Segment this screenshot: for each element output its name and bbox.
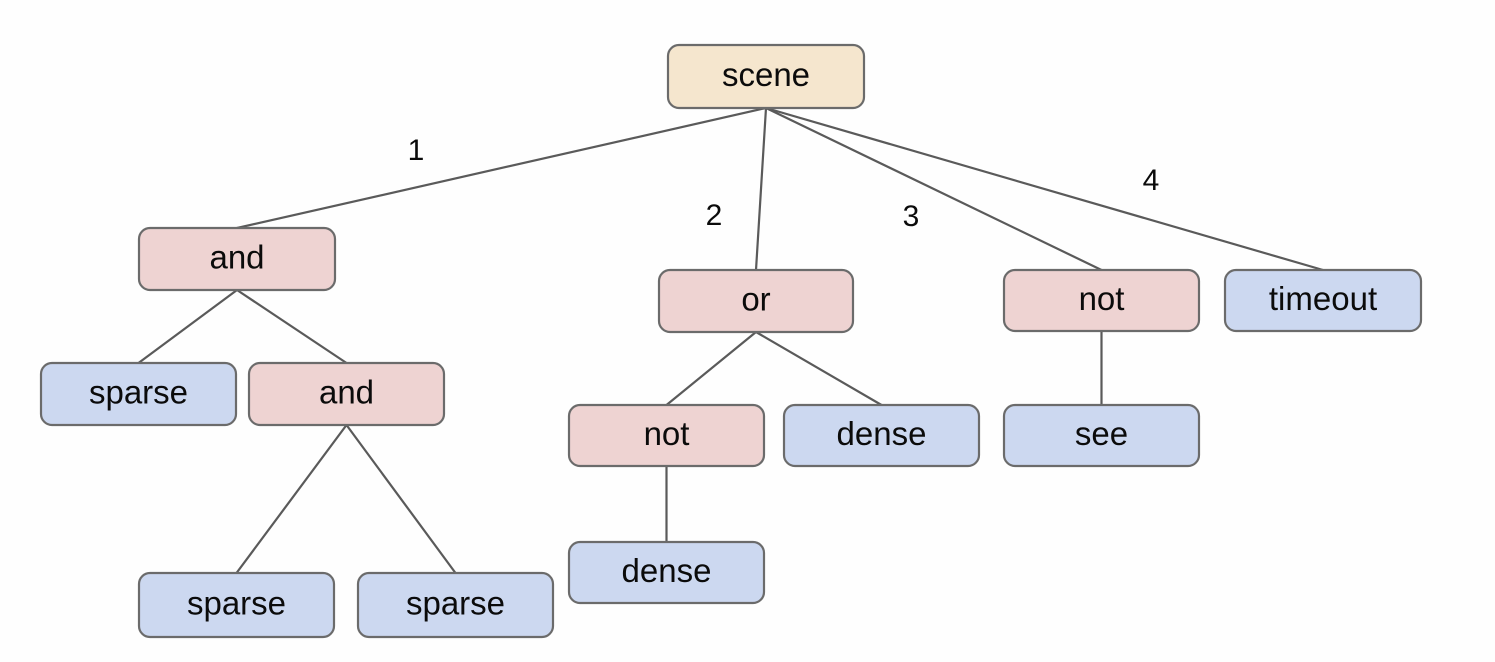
tree-node-scene[interactable]: scene	[666, 43, 866, 110]
node-label-and2: and	[319, 374, 374, 411]
node-label-sparse3: sparse	[406, 585, 505, 622]
tree-edge	[137, 288, 239, 365]
node-label-scene: scene	[722, 56, 810, 93]
tree-node-timeout[interactable]: timeout	[1223, 268, 1423, 333]
tree-edge	[754, 106, 768, 272]
tree-edge	[345, 423, 457, 575]
node-label-dense_b: dense	[622, 552, 712, 589]
nodes-layer: scene and or not timeout sparse and not dense see…	[39, 43, 1423, 639]
node-box-dense_m	[782, 403, 981, 468]
tree-edge	[235, 288, 348, 365]
node-box-timeout	[1223, 268, 1423, 333]
tree-edge	[235, 423, 348, 575]
edge-label-4: 4	[1143, 164, 1160, 197]
node-box-and2	[247, 361, 446, 427]
node-label-and1: and	[209, 239, 264, 276]
node-label-timeout: timeout	[1269, 280, 1377, 317]
tree-edge	[665, 330, 758, 407]
tree-node-sparse3[interactable]: sparse	[356, 571, 555, 639]
tree-node-sparse2[interactable]: sparse	[137, 571, 336, 639]
node-box-sparse1	[39, 361, 238, 427]
node-box-scene	[666, 43, 866, 110]
tree-edge	[754, 330, 883, 407]
node-label-see: see	[1075, 415, 1128, 452]
node-box-not_r	[1002, 268, 1201, 333]
edge-labels-layer: 1 2 3 4	[408, 134, 1160, 233]
tree-node-not_m[interactable]: not	[567, 403, 766, 468]
tree-edge	[235, 106, 768, 230]
tree-node-and1[interactable]: and	[137, 226, 337, 292]
tree-node-and2[interactable]: and	[247, 361, 446, 427]
node-box-sparse3	[356, 571, 555, 639]
tree-node-dense_b[interactable]: dense	[567, 540, 766, 605]
node-box-and1	[137, 226, 337, 292]
tree-node-not_r[interactable]: not	[1002, 268, 1201, 333]
node-box-see	[1002, 403, 1201, 468]
edge-label-2: 2	[706, 199, 723, 232]
edge-label-3: 3	[903, 200, 920, 233]
node-box-or1	[657, 268, 855, 334]
node-label-or1: or	[741, 281, 770, 318]
tree-node-see[interactable]: see	[1002, 403, 1201, 468]
edge-label-1: 1	[408, 134, 425, 167]
node-label-not_r: not	[1079, 280, 1125, 317]
node-label-sparse2: sparse	[187, 585, 286, 622]
tree-edge	[764, 106, 1325, 272]
node-box-sparse2	[137, 571, 336, 639]
node-box-dense_b	[567, 540, 766, 605]
node-label-not_m: not	[644, 415, 690, 452]
tree-node-dense_m[interactable]: dense	[782, 403, 981, 468]
edges-layer	[137, 106, 1325, 575]
tree-edge	[764, 106, 1103, 272]
node-box-not_m	[567, 403, 766, 468]
node-label-sparse1: sparse	[89, 374, 188, 411]
tree-node-sparse1[interactable]: sparse	[39, 361, 238, 427]
tree-node-or1[interactable]: or	[657, 268, 855, 334]
node-label-dense_m: dense	[837, 415, 927, 452]
